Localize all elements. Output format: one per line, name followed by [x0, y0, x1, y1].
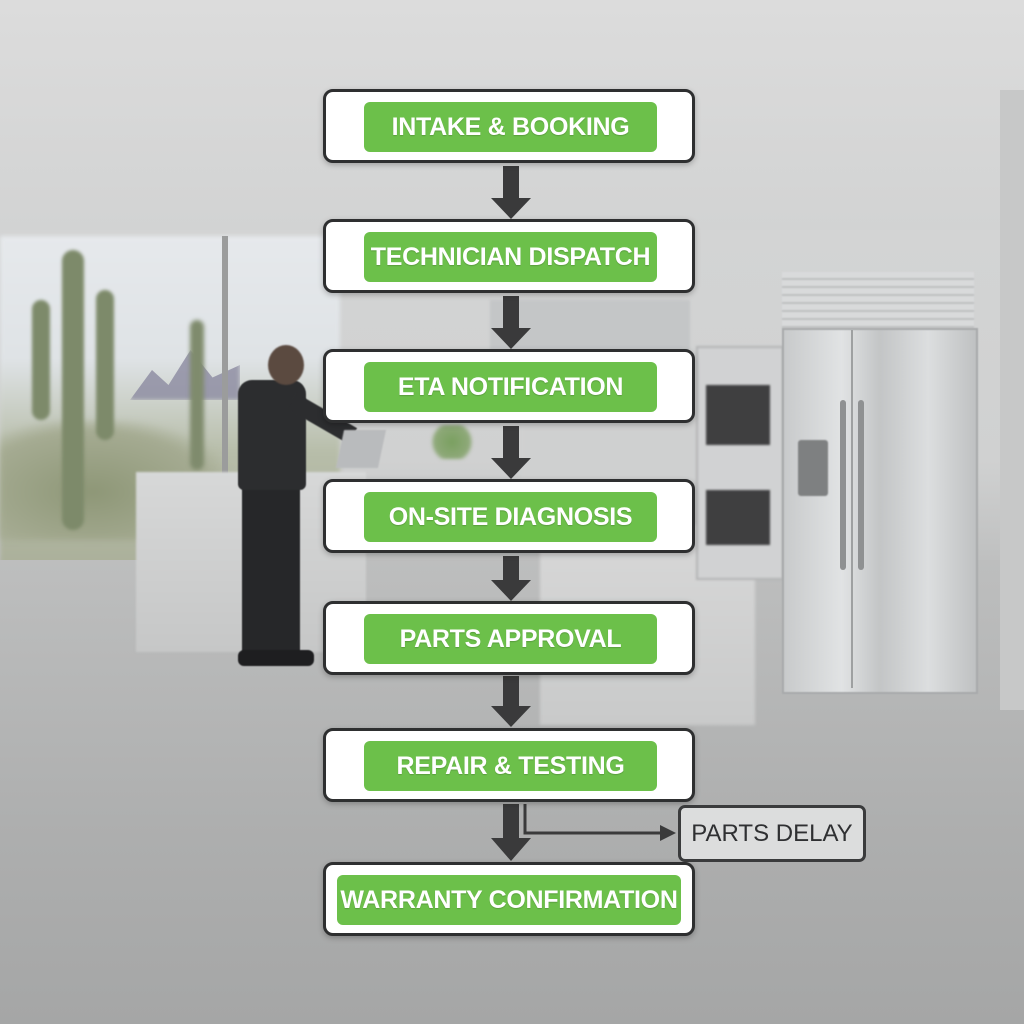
arrow-intake-to-dispatch [491, 166, 531, 219]
fridge-handle [858, 400, 864, 570]
window-mullion [222, 236, 228, 586]
arrow-eta-to-diagnosis [491, 426, 531, 479]
arrow-dispatch-to-eta [491, 296, 531, 349]
branch-parts-delay: PARTS DELAY [678, 805, 866, 862]
oven-door [706, 490, 770, 545]
cactus [62, 250, 84, 530]
step-parts: PARTS APPROVAL [323, 601, 695, 675]
cactus-arm [32, 300, 50, 420]
step-label: ON-SITE DIAGNOSIS [364, 492, 657, 542]
arrow-repair-to-parts-delay [523, 804, 676, 841]
fridge-grille [782, 272, 974, 328]
step-dispatch: TECHNICIAN DISPATCH [323, 219, 695, 293]
arrow-diagnosis-to-parts [491, 556, 531, 601]
technician-legs [242, 486, 300, 656]
plant [428, 425, 476, 459]
range-hood [490, 300, 690, 350]
refrigerator [782, 328, 978, 694]
technician-shoes [238, 650, 314, 666]
cactus-arm [96, 290, 114, 440]
step-repair: REPAIR & TESTING [323, 728, 695, 802]
step-label: ETA NOTIFICATION [364, 362, 657, 412]
step-label: INTAKE & BOOKING [364, 102, 657, 152]
step-warranty: WARRANTY CONFIRMATION [323, 862, 695, 936]
water-dispenser [798, 440, 828, 496]
step-intake: INTAKE & BOOKING [323, 89, 695, 163]
step-eta: ETA NOTIFICATION [323, 349, 695, 423]
arrow-parts-to-repair [491, 676, 531, 727]
arrow-repair-to-warranty [491, 804, 531, 861]
cactus-small [190, 320, 204, 470]
fridge-door-split [851, 330, 853, 688]
fridge-handle [840, 400, 846, 570]
step-label: REPAIR & TESTING [364, 741, 657, 791]
technician-head [268, 345, 304, 385]
backsplash [520, 420, 700, 480]
step-diagnosis: ON-SITE DIAGNOSIS [323, 479, 695, 553]
oven-door [706, 385, 770, 445]
wall-edge [1000, 90, 1024, 710]
step-label: PARTS APPROVAL [364, 614, 657, 664]
step-label: TECHNICIAN DISPATCH [364, 232, 657, 282]
step-label: WARRANTY CONFIRMATION [337, 875, 681, 925]
